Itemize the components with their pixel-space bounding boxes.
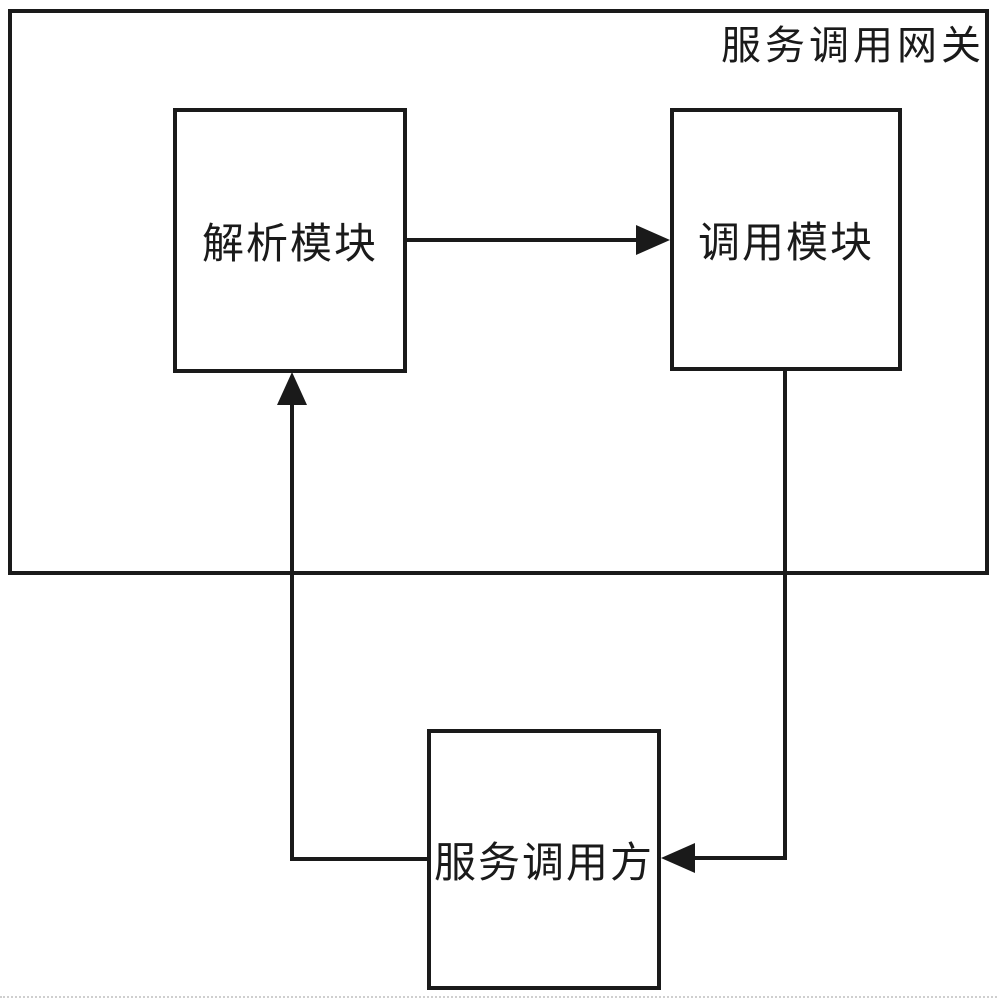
edge-parse-to-invoke-line [407,238,637,242]
parse-module-box: 解析模块 [173,108,407,373]
gateway-label: 服务调用网关 [721,23,985,69]
invoke-module-box: 调用模块 [670,108,902,371]
arrowhead-up-icon [277,372,307,405]
arrowhead-left-icon [661,843,695,873]
edge-caller-to-parse-vertical-line [290,400,294,861]
edge-caller-to-parse-horizontal-line [290,857,427,861]
parse-module-label: 解析模块 [201,219,378,268]
invoke-module-label: 调用模块 [697,218,874,267]
service-caller-box: 服务调用方 [427,729,661,990]
arrowhead-right-icon [636,225,670,255]
scan-artifact-line [0,996,997,998]
gateway-container-box [8,9,989,575]
edge-invoke-to-caller-vertical-line [783,369,787,860]
edge-invoke-to-caller-horizontal-line [690,856,787,860]
service-caller-label: 服务调用方 [433,838,654,887]
